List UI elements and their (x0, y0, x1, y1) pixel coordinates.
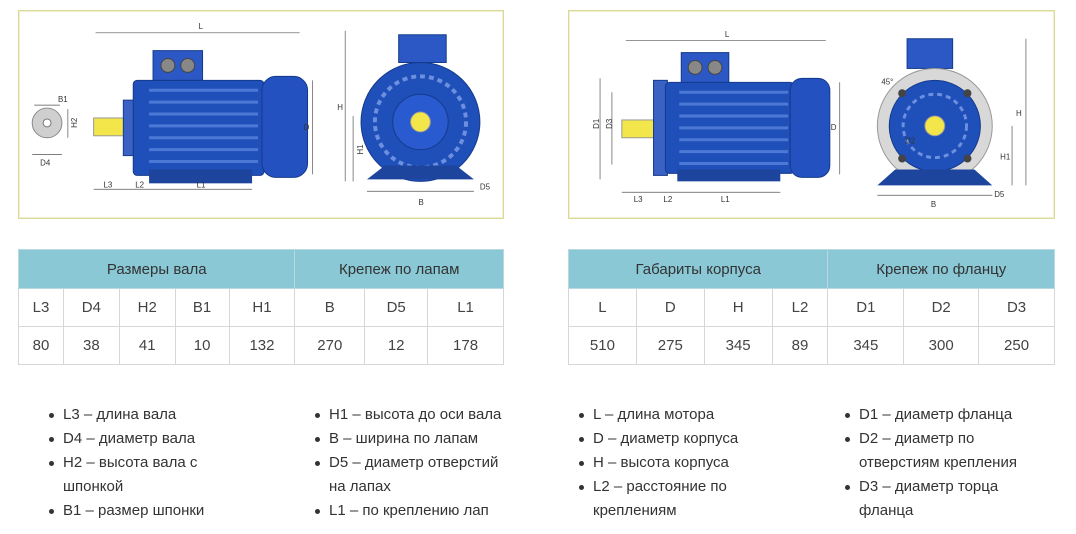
col-header: D3 (978, 288, 1055, 327)
svg-text:D: D (304, 123, 310, 132)
svg-text:D5: D5 (994, 190, 1005, 199)
table-cell: 275 (635, 326, 705, 365)
motor-diagram-right: L D1 D3 (592, 30, 1027, 209)
list-item: B1 – размер шпонки (47, 499, 247, 523)
list-item: H1 – высота до оси вала (313, 403, 513, 427)
col-header: D5 (364, 288, 429, 327)
table-cell: 12 (364, 326, 429, 365)
col-header: L (568, 288, 637, 327)
flange-mounting-header: Крепеж по фланцу (827, 249, 1055, 289)
svg-text:D2: D2 (905, 137, 915, 146)
table-cell: 41 (118, 326, 176, 365)
table-header-row: L D H L2 D1 D2 D3 (568, 288, 1055, 327)
svg-text:L3: L3 (634, 195, 643, 204)
table-cell: 10 (174, 326, 230, 365)
svg-text:L1: L1 (721, 195, 730, 204)
svg-text:H1: H1 (356, 144, 365, 155)
col-header: D (635, 288, 705, 327)
left-spec-table: Размеры вала Крепеж по лапам L3 D4 H2 B1… (17, 249, 504, 365)
table-cell: 178 (427, 326, 504, 365)
svg-text:45°: 45° (881, 77, 893, 86)
table-cell: 89 (771, 326, 829, 365)
col-header: D2 (903, 288, 980, 327)
svg-text:L: L (725, 30, 730, 39)
right-legend-col1: L – длина мотора D – диаметр корпуса H –… (577, 403, 777, 523)
col-header: B (294, 288, 366, 327)
foot-mount-motor-drawing: B1 H2 D4 L (18, 10, 504, 219)
list-item: D3 – диаметр торца фланца (843, 475, 1013, 523)
col-header: L2 (771, 288, 829, 327)
svg-text:D3: D3 (605, 118, 614, 129)
list-item: D – диаметр корпуса (577, 427, 777, 451)
table-cell: 132 (228, 326, 296, 365)
list-item: D1 – диаметр фланца (843, 403, 1043, 427)
table-cell: 345 (703, 326, 773, 365)
table-cell: 38 (62, 326, 120, 365)
svg-text:H: H (1016, 109, 1022, 118)
list-item: L – длина мотора (577, 403, 777, 427)
svg-text:D1: D1 (592, 118, 601, 129)
svg-text:D5: D5 (480, 182, 491, 191)
svg-text:L: L (199, 22, 204, 31)
table-cell: 510 (568, 326, 637, 365)
svg-text:H2: H2 (70, 118, 79, 128)
svg-text:L2: L2 (135, 180, 144, 189)
list-item: H2 – высота вала с шпонкой (47, 451, 217, 499)
table-cell: 345 (827, 326, 905, 365)
list-item: H – высота корпуса (577, 451, 777, 475)
table-cell: 300 (903, 326, 980, 365)
col-header: D4 (62, 288, 120, 327)
right-legend-col2: D1 – диаметр фланца D2 – диаметр по отве… (843, 403, 1043, 523)
flange-mount-motor-drawing: L D1 D3 (568, 10, 1055, 219)
svg-text:H1: H1 (1000, 153, 1011, 162)
svg-text:L2: L2 (663, 195, 672, 204)
body-dimensions-header: Габариты корпуса (567, 249, 829, 289)
svg-text:B: B (931, 200, 936, 209)
table-cell: 250 (978, 326, 1055, 365)
list-item: L3 – длина вала (47, 403, 247, 427)
shaft-dimensions-header: Размеры вала (17, 249, 296, 289)
svg-text:D4: D4 (40, 159, 51, 168)
svg-text:D: D (831, 123, 837, 132)
col-header: L3 (18, 288, 64, 327)
table-value-row: 80 38 41 10 132 270 12 178 (18, 326, 504, 365)
motor-diagram-left: B1 H2 D4 L (31, 22, 491, 207)
list-item: D2 – диаметр по отверстиям крепления (843, 427, 1029, 475)
list-item: D4 – диаметр вала (47, 427, 247, 451)
table-header-row: L3 D4 H2 B1 H1 B D5 L1 (18, 288, 504, 327)
svg-text:B: B (418, 198, 423, 207)
col-header: H1 (228, 288, 296, 327)
svg-text:L3: L3 (104, 180, 113, 189)
col-header: D1 (827, 288, 905, 327)
list-item: B – ширина по лапам (313, 427, 513, 451)
table-value-row: 510 275 345 89 345 300 250 (568, 326, 1055, 365)
col-header: L1 (427, 288, 504, 327)
col-header: H2 (118, 288, 176, 327)
svg-text:L1: L1 (197, 180, 206, 189)
col-header: H (703, 288, 773, 327)
table-cell: 270 (294, 326, 366, 365)
list-item: L2 – расстояние по креплениям (577, 475, 757, 523)
list-item: D5 – диаметр отверстий на лапах (313, 451, 509, 499)
list-item: L1 – по креплению лап (313, 499, 513, 523)
left-legend-col2: H1 – высота до оси вала B – ширина по ла… (313, 403, 513, 523)
col-header: B1 (174, 288, 230, 327)
left-legend-col1: L3 – длина вала D4 – диаметр вала H2 – в… (47, 403, 247, 523)
svg-text:H: H (337, 103, 343, 112)
table-cell: 80 (18, 326, 64, 365)
right-spec-table: Габариты корпуса Крепеж по фланцу L D H … (567, 249, 1055, 365)
foot-mounting-header: Крепеж по лапам (294, 249, 504, 289)
svg-text:B1: B1 (58, 95, 68, 104)
